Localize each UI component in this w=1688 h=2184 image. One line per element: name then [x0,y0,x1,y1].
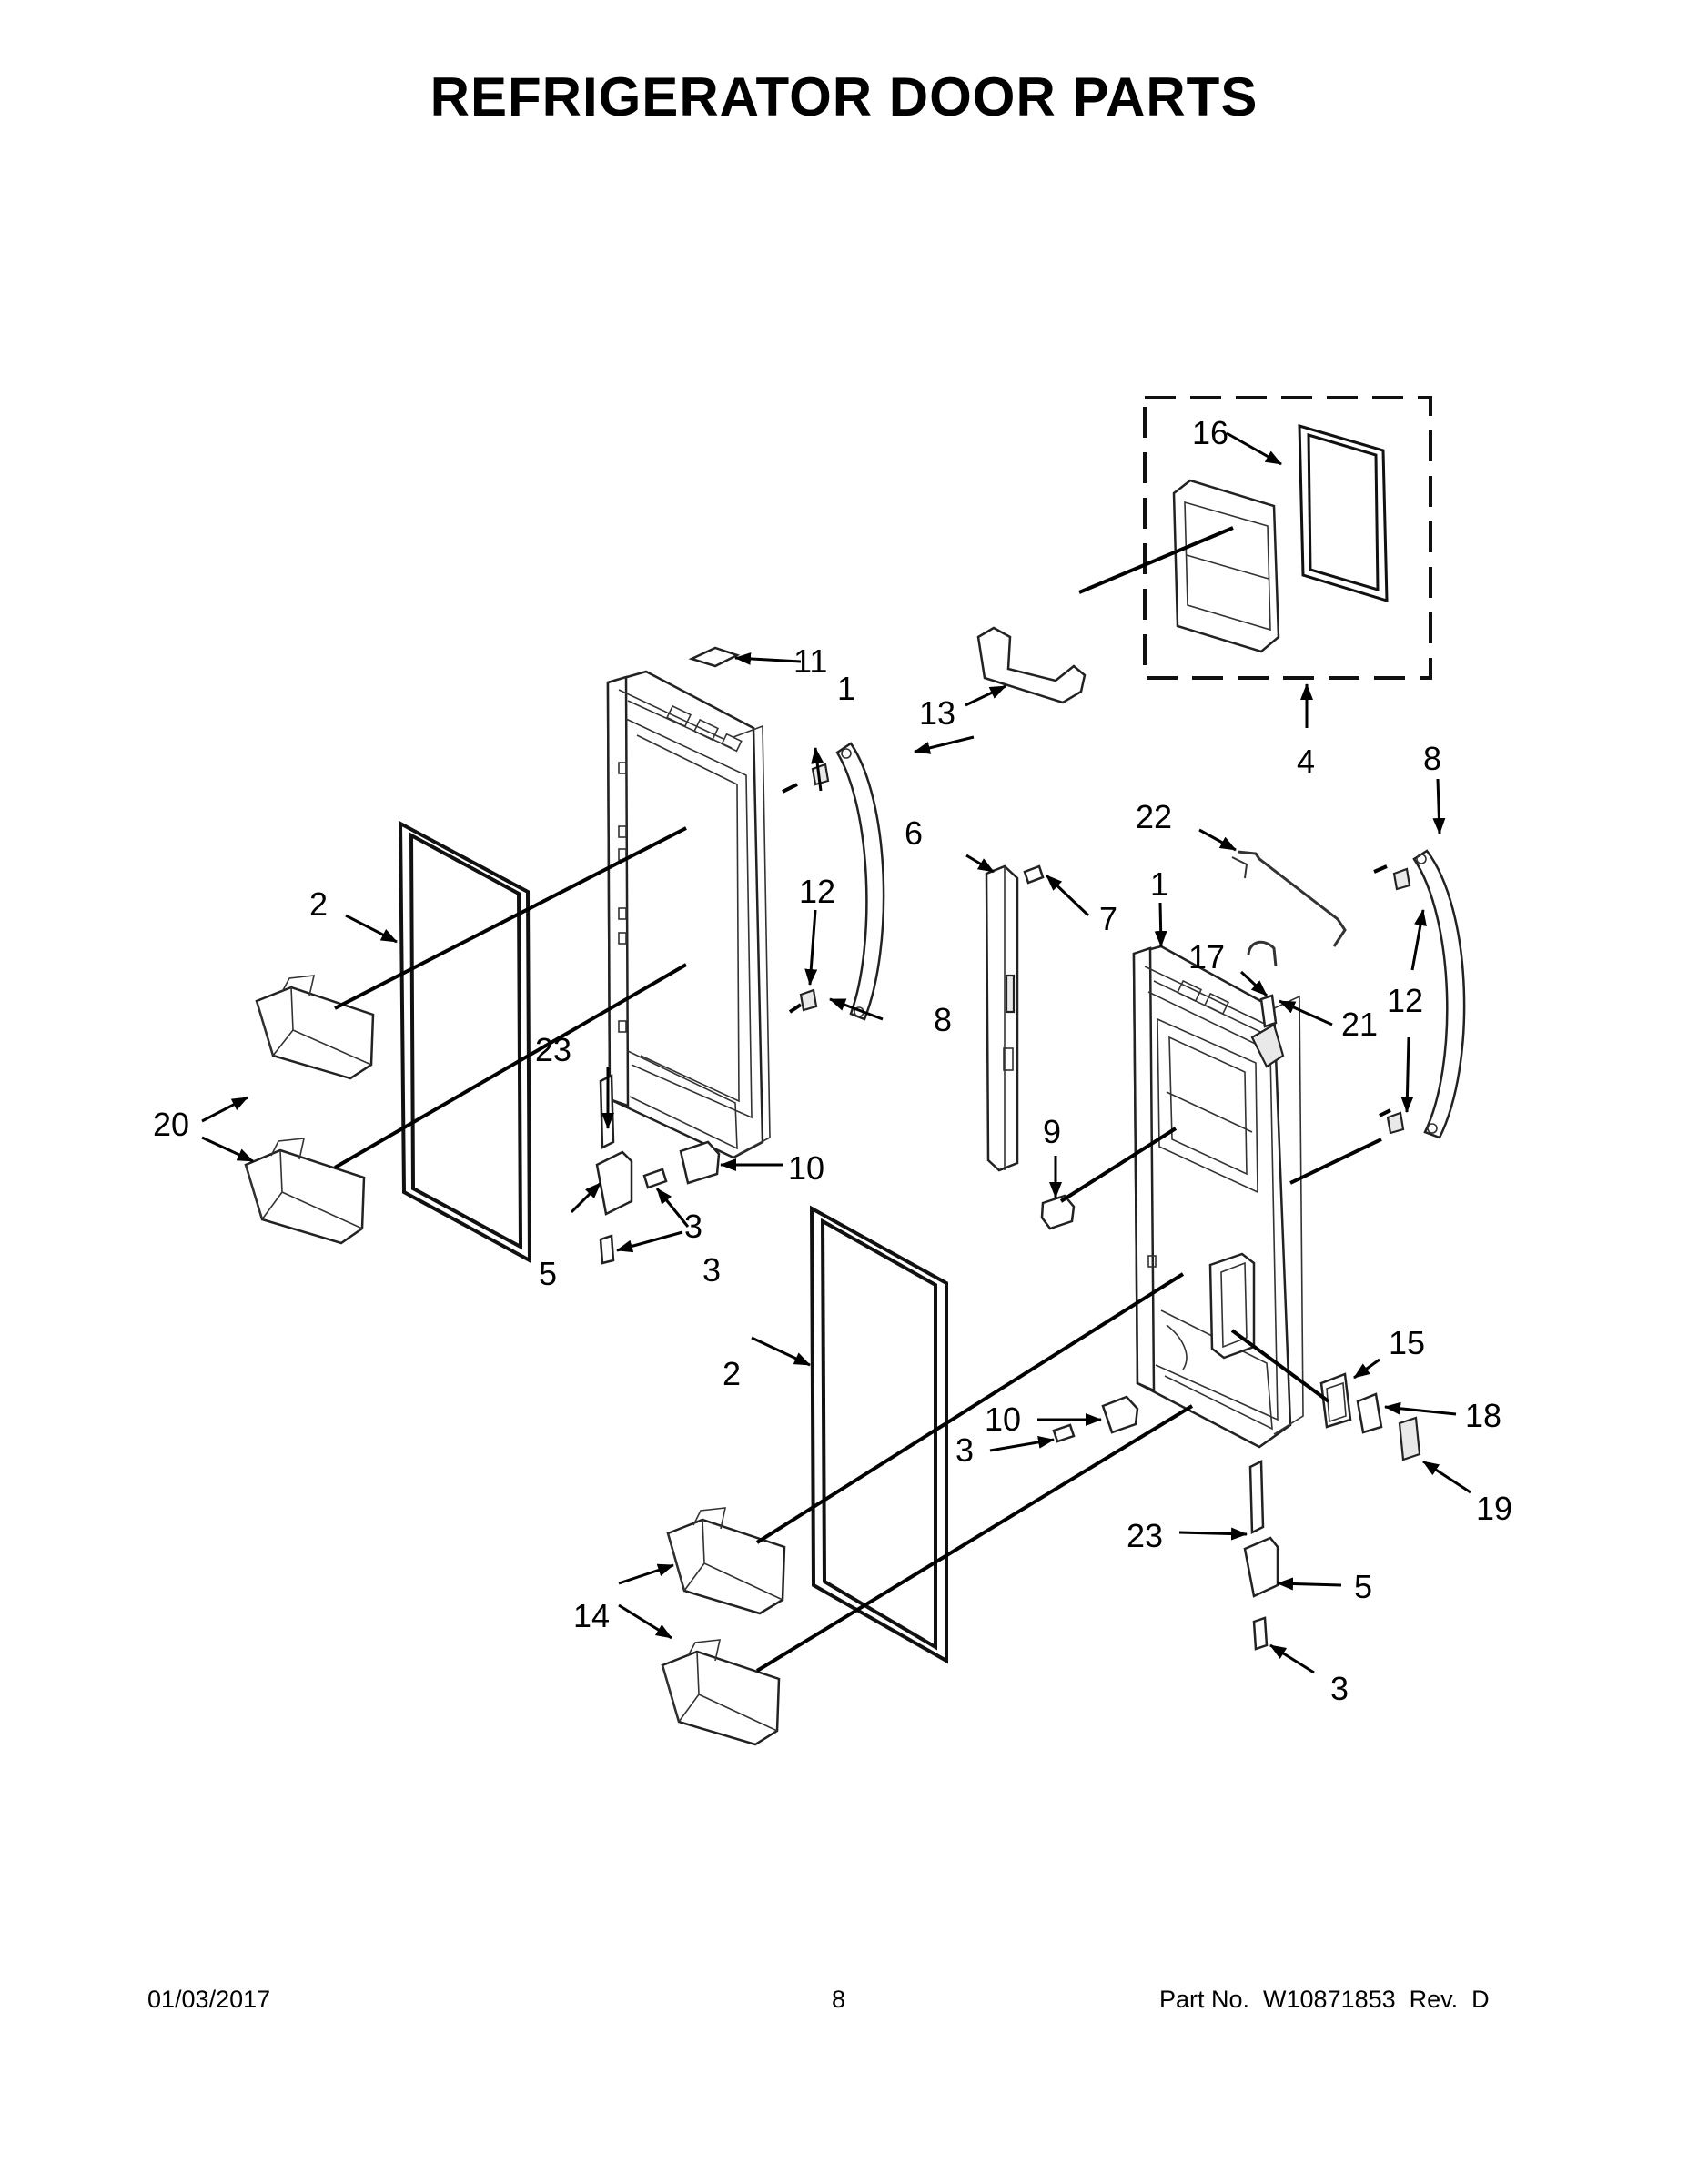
callout-13: 13 [919,694,955,732]
left-door [606,670,771,1159]
callout-3-right-b: 3 [1330,1670,1349,1707]
callout-7: 7 [1099,900,1117,937]
footer-date: 01/03/2017 [147,1986,271,2013]
callout-12-left: 12 [799,873,835,910]
callout-16: 16 [1192,414,1228,451]
page-title: REFRIGERATOR DOOR PARTS [430,66,1258,127]
callout-15: 15 [1389,1324,1425,1361]
footer-part-number: Part No. W10871853 Rev. D [1159,1986,1490,2013]
callout-4: 4 [1297,743,1315,780]
callout-6: 6 [905,814,923,852]
callout-8-left: 8 [934,1001,952,1038]
right-small-parts [1052,1372,1421,1651]
callout-arrows [201,431,1471,1674]
center-mullion [985,864,1045,1172]
callout-2-left: 2 [309,885,328,923]
callout-17: 17 [1188,938,1225,976]
top-shelf-bin [976,626,1087,704]
left-door-bins [244,975,375,1245]
water-tubes [1231,850,1347,1028]
callout-14: 14 [573,1597,610,1634]
left-door-gasket [398,820,532,1264]
callout-9: 9 [1043,1113,1061,1150]
callout-labels: 11 1 2 20 12 8 23 10 3 5 3 13 16 4 6 7 9… [153,414,1512,1707]
callout-5-right: 5 [1354,1568,1372,1605]
callout-23-left: 23 [535,1031,571,1068]
callout-12-right: 12 [1387,982,1423,1019]
callout-23-right: 23 [1127,1517,1163,1554]
callout-20: 20 [153,1106,189,1143]
right-door-bins [661,1507,786,1746]
left-top-cap [688,646,741,668]
callout-21: 21 [1341,1006,1378,1043]
callout-19: 19 [1476,1490,1512,1527]
callout-22: 22 [1136,798,1172,835]
callout-11: 11 [793,642,827,680]
callout-3-left-b: 3 [702,1251,721,1289]
leader-lines [333,526,1391,1673]
ice-door-assembly-box [1143,396,1432,680]
callout-8-right: 8 [1423,740,1441,777]
callout-5-left: 5 [539,1255,557,1292]
right-door-handle [1386,849,1466,1139]
callout-10-left: 10 [788,1149,824,1187]
callout-3-left-a: 3 [684,1208,702,1245]
callout-18: 18 [1465,1397,1501,1434]
left-door-handle [799,742,885,1021]
ice-door-parts [1172,423,1389,653]
callout-3-right-a: 3 [955,1431,974,1469]
callout-1-right: 1 [1150,865,1168,903]
callout-10-right: 10 [985,1400,1021,1438]
right-door-gasket [809,1205,948,1664]
callout-1-left: 1 [837,670,855,707]
right-door [1132,945,1304,1449]
callout-2-right: 2 [723,1355,741,1392]
center-block [1040,1194,1076,1230]
footer-page-number: 8 [832,1986,846,2013]
